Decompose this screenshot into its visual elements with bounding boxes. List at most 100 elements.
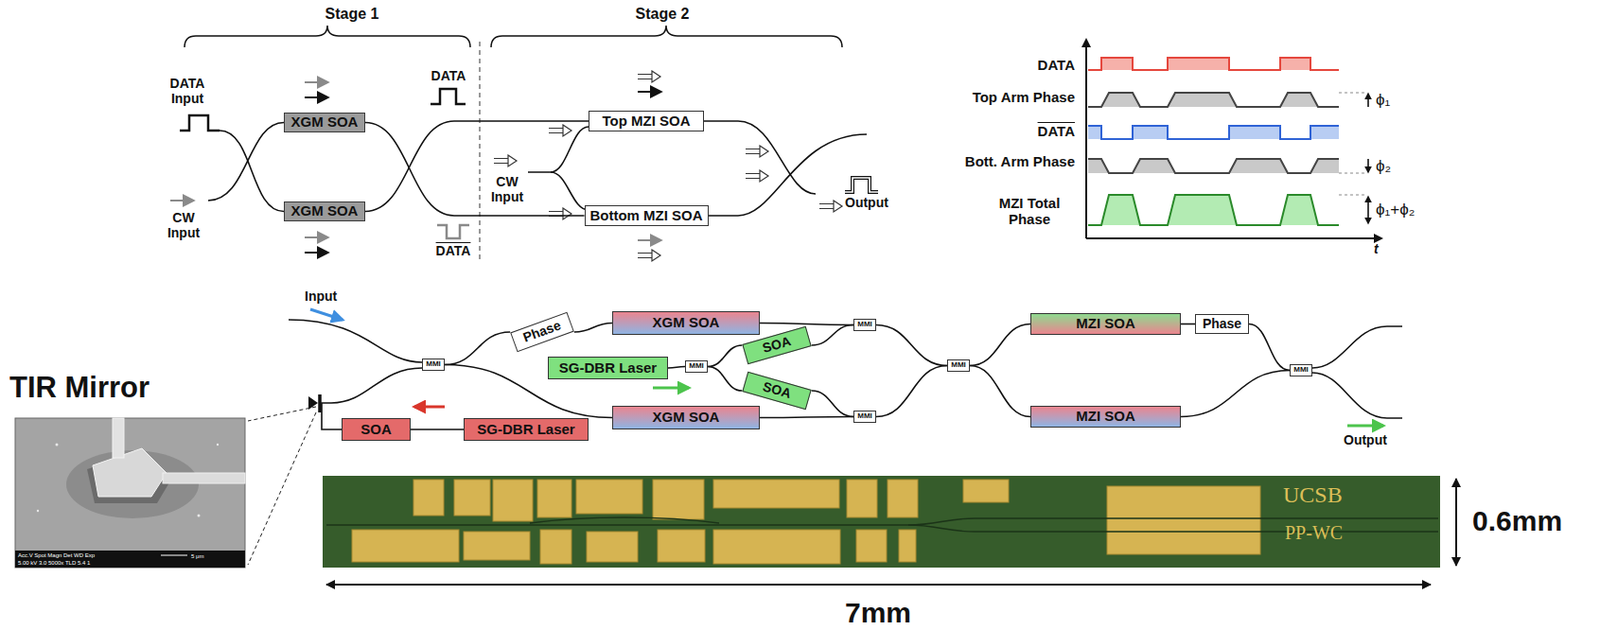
component-label: MMI: [425, 360, 441, 370]
timing-chart-part-part: [1367, 196, 1370, 224]
component-box: XGM SOA: [283, 201, 366, 222]
component-label: SOA: [360, 421, 392, 439]
component-label: MMI: [688, 362, 704, 371]
pulse-symbol-part: [844, 177, 879, 193]
chip-photo-part-part: [713, 529, 841, 564]
chip-photo-part-part: [963, 479, 1009, 503]
stage-divider: [478, 41, 480, 262]
light-arrow: [310, 309, 1384, 426]
tir-mirror-symbol-part: [247, 412, 317, 565]
stage-waveguides-part: [208, 123, 284, 202]
timing-chart-part: [1088, 194, 1339, 226]
tir-mirror-symbol: [247, 394, 320, 565]
timing-chart-part: [1086, 39, 1382, 239]
timing-chart-part-part: [1085, 39, 1088, 239]
sem-info: 5.00 kV 3.0 5000x TLD 5.4 1: [17, 560, 90, 566]
cw-arrow-part: [562, 208, 572, 220]
signal-arrow-part: [637, 90, 661, 93]
stage-waveguides-part: [527, 126, 589, 173]
timing-row-label: Top Arm Phase: [972, 88, 1075, 106]
cw-arrow-part: [745, 149, 760, 155]
stage-braces: [184, 25, 843, 48]
component-box: SOA: [741, 371, 811, 410]
sem-image-part: [36, 509, 39, 512]
cw-arrow-part: [759, 170, 769, 182]
waveguide: [410, 428, 464, 431]
chip-waveguides: [288, 319, 1403, 430]
component-label: MZI SOA: [1075, 408, 1136, 425]
waveguide: [876, 325, 948, 367]
timing-chart-part-part: [1367, 158, 1370, 173]
waveguide: [811, 325, 854, 347]
signal-arrow-part: [304, 81, 328, 84]
component-box: SOA: [341, 418, 411, 441]
component-label: MMI: [950, 361, 967, 370]
timing-chart-part: [1280, 57, 1311, 71]
chip-photo-part-part: [713, 479, 840, 509]
timing-chart-part-part: [1086, 237, 1382, 240]
component-label: Top MZI SOA: [601, 113, 690, 130]
signal-name: CW Input: [484, 174, 530, 205]
chip-photo-part-part: [657, 529, 705, 563]
timing-chart-part: [1088, 92, 1339, 107]
waveguide: [759, 417, 854, 419]
cw-arrow-part: [637, 74, 652, 80]
pulse-symbol-part: [179, 115, 220, 131]
chip-photo-part-part: [856, 529, 887, 563]
timing-chart-part: [1088, 158, 1339, 174]
waveguide: [876, 366, 948, 418]
component-label: Bottom MZI SOA: [589, 208, 703, 225]
chip-photo-part-part: [576, 479, 643, 514]
sem-image-part: [92, 448, 167, 497]
dimension-arrow-part: [326, 583, 1431, 586]
component-label: Phase: [521, 318, 563, 347]
dimension-arrow-part: [1455, 478, 1458, 566]
chip-photo-part-part: [326, 518, 1439, 526]
waveguide: [668, 367, 686, 370]
stage-heading: Stage 2: [635, 5, 690, 23]
pulse-symbol-part: [437, 225, 470, 239]
chip-photo: [322, 475, 1441, 568]
chip-photo-part-part: [529, 517, 720, 524]
signal-arrow: [170, 82, 661, 253]
component-box: SG-DBR Laser: [463, 418, 589, 441]
signal-name: DATA: [431, 68, 467, 84]
component-box: SG-DBR Laser: [547, 356, 669, 380]
signal-arrow-part: [304, 236, 328, 239]
mmi-coupler: MMI: [853, 410, 877, 423]
signal-arrow-part: [170, 199, 194, 202]
mmi-coupler: MMI: [685, 360, 708, 373]
port-label: Input: [304, 288, 337, 304]
timing-chart-part: [1088, 125, 1339, 140]
component-label: MMI: [1293, 366, 1309, 375]
timing-chart-part-part: [1338, 92, 1365, 94]
chip-photo-part-part: [413, 479, 444, 516]
sem-image-part: [55, 443, 59, 447]
waveguide: [365, 121, 589, 212]
waveguide: [574, 323, 613, 334]
chip-photo-part-part: [908, 525, 1439, 532]
cw-arrow-part: [637, 253, 652, 259]
component-label: MMI: [857, 412, 873, 422]
waveguide: [969, 366, 1031, 418]
chip-marking: UCSB: [1283, 482, 1343, 510]
sem-image-part: [162, 473, 246, 484]
stage-braces-part: [184, 25, 471, 48]
pulse-symbol-part: [430, 88, 466, 105]
component-label: XGM SOA: [291, 114, 359, 131]
timing-chart-part: [1310, 125, 1339, 140]
signal-name: CW Input: [160, 210, 207, 241]
timing-chart-part-part: [1338, 194, 1365, 196]
component-box: Phase: [1195, 314, 1249, 335]
component-box: Top MZI SOA: [588, 110, 704, 132]
component-label: SG-DBR Laser: [559, 360, 657, 377]
sem-image-part: [15, 550, 246, 568]
timing-row-label: Bott. Arm Phase: [965, 153, 1075, 170]
chip-photo-part-part: [586, 531, 638, 563]
mmi-coupler: MMI: [421, 358, 445, 371]
phase-symbol: ϕ₁+ϕ₂: [1375, 200, 1415, 220]
signal-name: DATA: [436, 243, 472, 259]
tir-mirror-symbol-part: [247, 406, 317, 422]
waveguide: [759, 323, 854, 326]
